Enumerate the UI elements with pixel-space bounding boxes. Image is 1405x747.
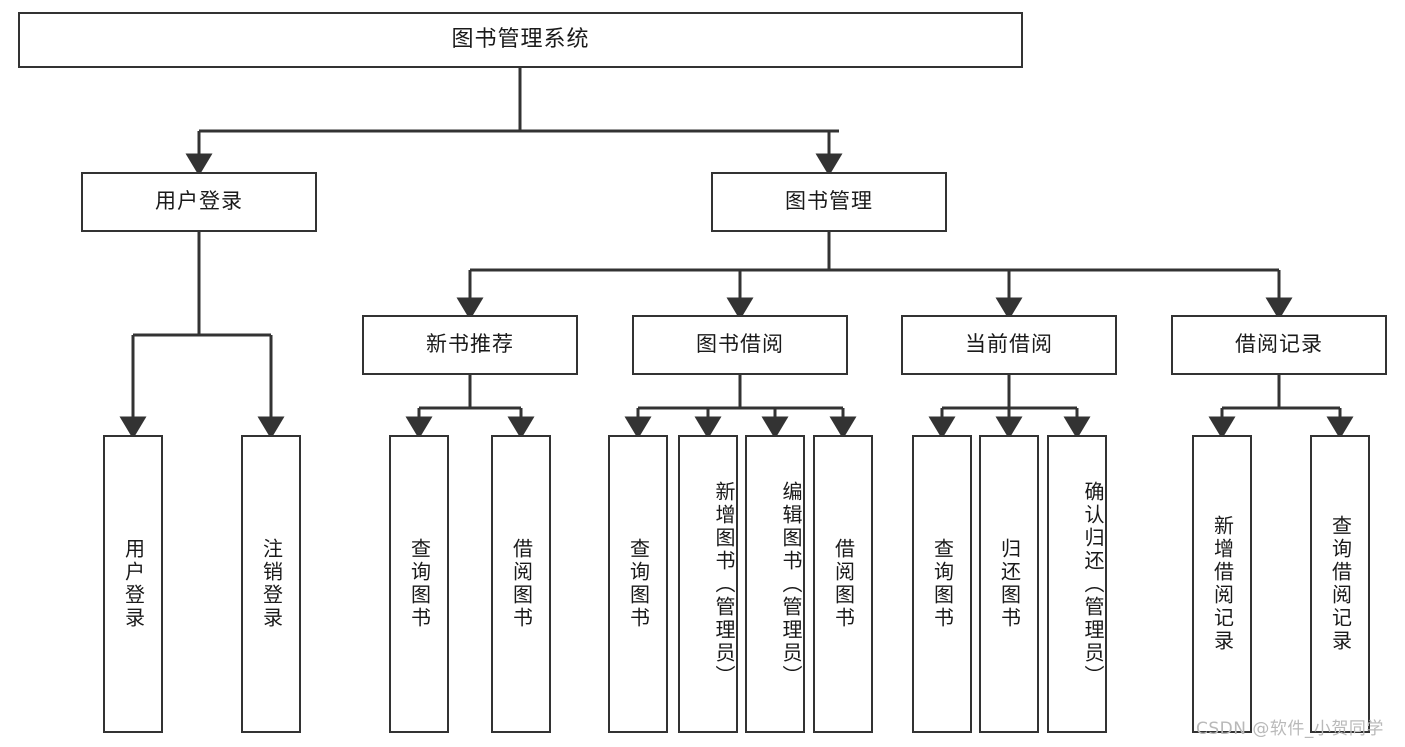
node-label: 查询图书 [407,538,432,630]
node-label: 编辑图书（管理员） [779,480,803,688]
node-label: 用户登录 [121,538,146,630]
node-label: 查询图书 [626,538,651,630]
node-label: 图书管理系统 [451,26,590,52]
node-label: 借阅图书 [509,538,534,630]
node-root-system[interactable]: 图书管理系统 [18,12,1023,68]
leaf-logout[interactable]: 注销登录 [241,435,301,733]
node-label: 借阅图书 [831,538,856,630]
node-book-management[interactable]: 图书管理 [711,172,947,232]
node-label: 新增借阅记录 [1210,515,1235,653]
leaf-query-borrow-record[interactable]: 查询借阅记录 [1310,435,1370,733]
node-label: 查询借阅记录 [1328,515,1353,653]
node-label: 图书借阅 [696,332,784,357]
leaf-edit-book-admin[interactable]: 编辑图书（管理员） [745,435,805,733]
node-label: 新书推荐 [426,332,514,357]
node-borrow-records[interactable]: 借阅记录 [1171,315,1387,375]
node-current-borrow[interactable]: 当前借阅 [901,315,1117,375]
node-label: 新增图书（管理员） [712,480,736,688]
leaf-query-book-borrow[interactable]: 查询图书 [608,435,668,733]
leaf-query-book-recommend[interactable]: 查询图书 [389,435,449,733]
node-label: 归还图书 [997,538,1022,630]
node-label: 用户登录 [155,189,243,214]
node-label: 当前借阅 [965,332,1053,357]
node-label: 借阅记录 [1235,332,1323,357]
node-user-login[interactable]: 用户登录 [81,172,317,232]
leaf-user-login[interactable]: 用户登录 [103,435,163,733]
leaf-add-book-admin[interactable]: 新增图书（管理员） [678,435,738,733]
leaf-borrow-book[interactable]: 借阅图书 [813,435,873,733]
leaf-query-book-current[interactable]: 查询图书 [912,435,972,733]
node-new-book-recommend[interactable]: 新书推荐 [362,315,578,375]
leaf-add-borrow-record[interactable]: 新增借阅记录 [1192,435,1252,733]
leaf-confirm-return-admin[interactable]: 确认归还（管理员） [1047,435,1107,733]
node-label: 确认归还（管理员） [1081,480,1105,688]
node-label: 图书管理 [785,189,873,214]
node-book-borrow[interactable]: 图书借阅 [632,315,848,375]
csdn-watermark: CSDN @软件_小贺同学 [1196,719,1384,739]
node-label: 查询图书 [930,538,955,630]
leaf-return-book[interactable]: 归还图书 [979,435,1039,733]
node-label: 注销登录 [259,538,284,630]
leaf-borrow-book-recommend[interactable]: 借阅图书 [491,435,551,733]
